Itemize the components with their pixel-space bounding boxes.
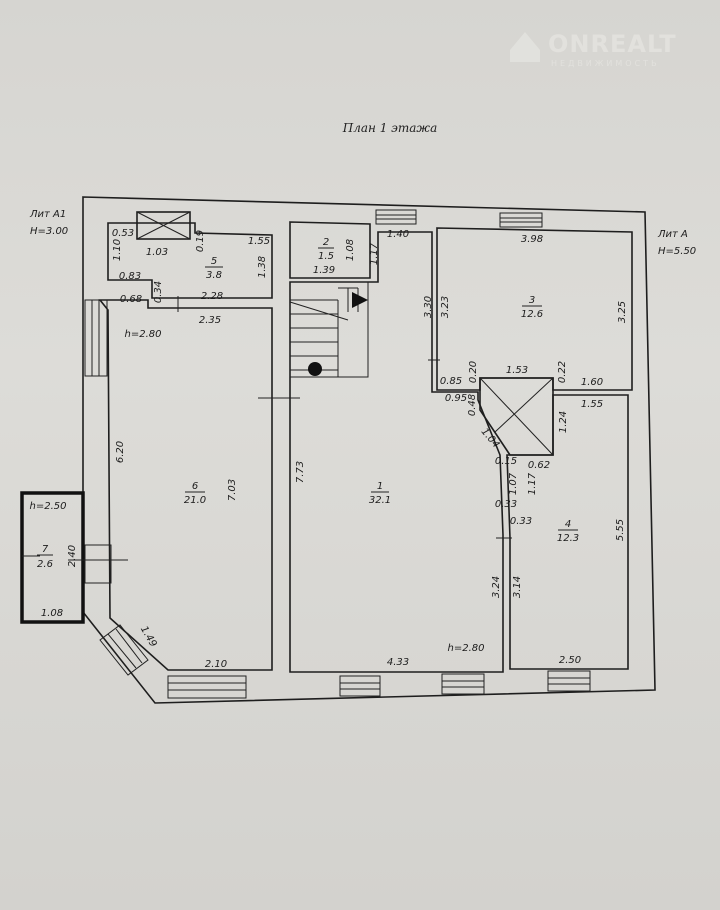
room-number: 6	[192, 481, 198, 492]
room-number: 5	[211, 256, 217, 267]
dimension-label: 3.98	[521, 234, 543, 245]
dimension-label: h=2.50	[30, 501, 67, 512]
dimension-label: 1.40	[387, 229, 409, 240]
dimension-label: 6.20	[115, 441, 126, 463]
walls	[20, 196, 656, 704]
dimension-label: 3.30	[423, 296, 434, 318]
dimension-label: 4.33	[387, 657, 409, 668]
dimension-label: 0.15	[495, 456, 517, 467]
room-labels: 132.1 21.5 312.6 412.3 53.8 621.0 72.6	[37, 237, 579, 570]
room-7-label: 72.6	[37, 544, 53, 570]
dimension-label: 3.24	[491, 576, 502, 598]
dimension-label: 1.03	[146, 247, 168, 258]
dimension-label: 1.08	[41, 608, 63, 619]
room-area: 2.6	[37, 559, 53, 570]
dimension-label: 5.55	[615, 519, 626, 541]
dimension-label: 3.25	[617, 301, 628, 323]
room-area: 1.5	[318, 251, 334, 262]
room-5-label: 53.8	[205, 256, 223, 281]
dimension-label: 7.73	[295, 461, 306, 483]
dimension-label: 3.14	[512, 576, 523, 598]
watermark-subtitle: НЕДВИЖИМОСТЬ	[551, 59, 660, 68]
room-number: 2	[323, 237, 329, 248]
dimension-label: 0.34	[153, 281, 164, 303]
room-area: 12.6	[521, 309, 543, 320]
lit-a1-name: Лит А1	[29, 209, 66, 220]
dimension-label: 0.95	[445, 393, 467, 404]
dimension-label: 0.68	[120, 294, 142, 305]
dimension-label: 1.10	[112, 239, 123, 261]
room-number: 3	[529, 295, 535, 306]
dimension-label: 1.53	[506, 365, 528, 376]
lit-a-height: H=5.50	[658, 246, 696, 257]
dimension-label: 1.08	[345, 239, 356, 261]
room-area: 3.8	[206, 270, 222, 281]
dimension-label: 3.23	[440, 296, 451, 318]
house-icon	[510, 32, 540, 62]
room-number: 7	[42, 544, 49, 555]
room-6-label: 621.0	[184, 481, 206, 506]
dimension-label: 1.55	[248, 236, 270, 247]
dimension-labels: 0.53 1.03 0.19 1.55 1.10 0.83 0.34 1.38 …	[30, 228, 628, 670]
dimension-label: 1.17	[369, 242, 380, 265]
dimension-label: 1.39	[313, 265, 335, 276]
dimension-label: 1.55	[581, 399, 603, 410]
dimension-label: 1.17	[527, 472, 538, 495]
staircase	[289, 281, 369, 378]
dimension-label: 0.85	[440, 376, 462, 387]
dimension-label: 1.38	[257, 256, 268, 278]
windows	[84, 209, 591, 699]
dimension-label: 0.48	[467, 394, 478, 416]
dimension-label: 7.03	[227, 479, 238, 501]
dimension-label: 1.07	[508, 472, 519, 495]
dimension-label: 0.20	[468, 361, 479, 383]
room-area: 32.1	[369, 495, 391, 506]
room-area: 21.0	[184, 495, 206, 506]
dimension-label: h=2.80	[448, 643, 485, 654]
dimension-label: 0.19	[195, 230, 206, 252]
watermark-logo: ONREALT НЕДВИЖИМОСТЬ	[510, 30, 677, 68]
dimension-label: 2.40	[67, 545, 78, 567]
dimension-label: 0.83	[119, 271, 141, 282]
room-area: 12.3	[557, 533, 579, 544]
watermark-brand: ONREALT	[548, 30, 677, 58]
dimension-label: 0.62	[528, 460, 550, 471]
room-number: 4	[565, 519, 571, 530]
dimension-label: 0.33	[510, 516, 532, 527]
room-number: 1	[377, 481, 383, 492]
plan-title: План 1 этажа	[342, 121, 437, 135]
dimension-label: 2.10	[205, 659, 227, 670]
lit-a1-height: H=3.00	[30, 226, 68, 237]
dimension-label: 0.53	[112, 228, 134, 239]
room-2-label: 21.5	[318, 237, 334, 262]
dimension-label: 0.33	[495, 499, 517, 510]
dimension-label: 2.50	[559, 655, 581, 666]
dimension-label: 1.24	[558, 411, 569, 433]
dimension-label: 0.22	[557, 361, 568, 383]
room-3-label: 312.6	[521, 295, 543, 320]
room-1-label: 132.1	[369, 481, 391, 506]
dimension-label: h=2.80	[125, 329, 162, 340]
dimension-label: 2.28	[201, 291, 223, 302]
dimension-label: 2.35	[199, 315, 221, 326]
lit-a-name: Лит А	[657, 229, 688, 240]
dimension-label: 1.60	[581, 377, 603, 388]
room-4-label: 412.3	[557, 519, 579, 544]
